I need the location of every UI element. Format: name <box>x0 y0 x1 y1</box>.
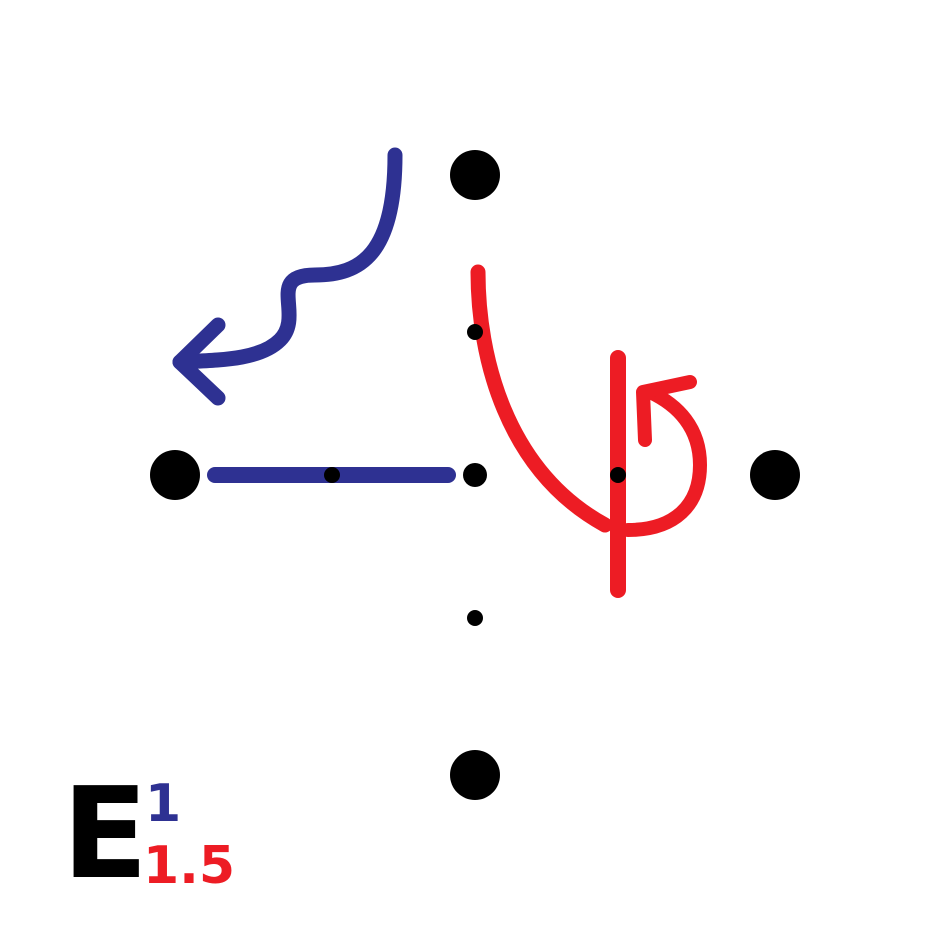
left-inner-point <box>324 467 340 483</box>
right-inner-point <box>610 467 626 483</box>
red-rotation-arrow <box>621 385 707 537</box>
blue-wavy-arrow <box>172 147 403 370</box>
red-arrowhead <box>636 375 697 447</box>
left-point <box>150 450 200 500</box>
label-subscript: 1.5 <box>143 836 235 896</box>
blue-arrowhead <box>172 317 226 406</box>
red-curve <box>470 264 613 533</box>
label-main: E <box>62 760 148 907</box>
upper-inner-point <box>467 324 483 340</box>
center-point <box>463 463 487 487</box>
top-point <box>450 150 500 200</box>
right-point <box>750 450 800 500</box>
lower-inner-point <box>467 610 483 626</box>
label-superscript: 1 <box>145 774 181 834</box>
bottom-point <box>450 750 500 800</box>
